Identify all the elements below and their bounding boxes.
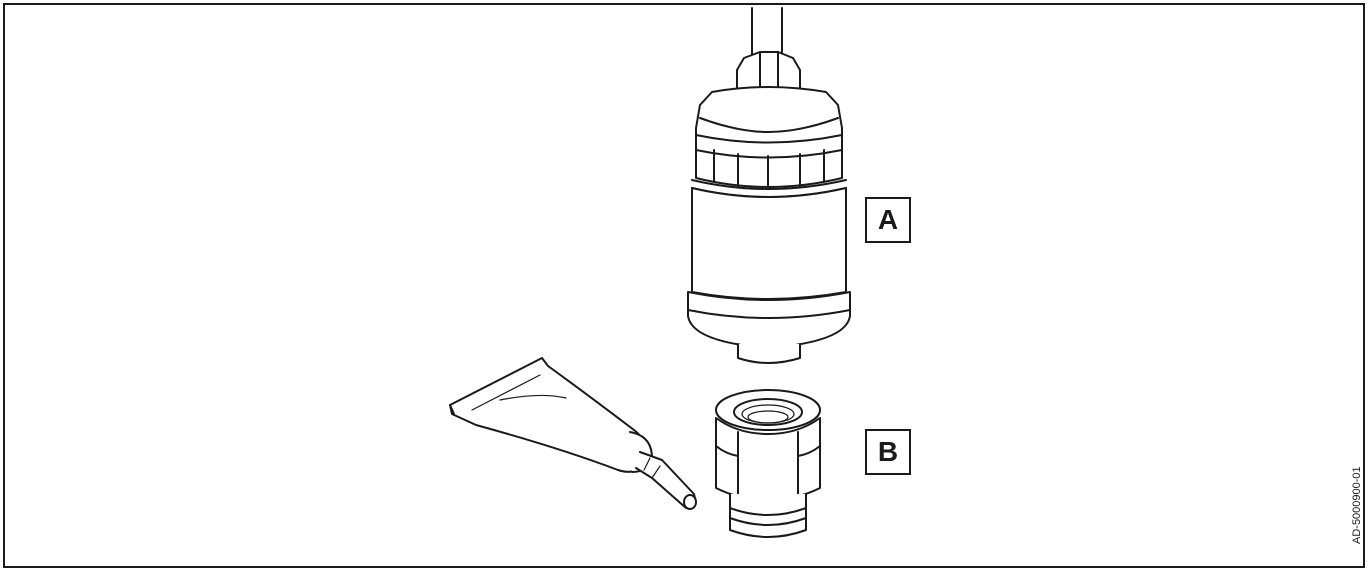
sensor-body <box>691 187 847 300</box>
adapter-hex-facets <box>737 431 799 497</box>
lower-flange <box>687 291 851 349</box>
document-reference: AD-5000900-01 <box>1351 466 1363 544</box>
callout-label-b: B <box>865 429 911 475</box>
adapter-bore <box>733 398 803 426</box>
diagram-frame <box>3 3 1365 568</box>
nozzle-tip <box>683 494 697 510</box>
bottom-stub <box>737 343 801 364</box>
collar-facets <box>713 149 825 189</box>
sealant-tube <box>449 357 697 510</box>
adapter-fitting-b <box>715 389 821 538</box>
tube-body <box>449 357 647 473</box>
callout-label-a: A <box>865 197 911 243</box>
sensor-part-a <box>687 7 851 364</box>
hex-collar <box>695 86 843 188</box>
